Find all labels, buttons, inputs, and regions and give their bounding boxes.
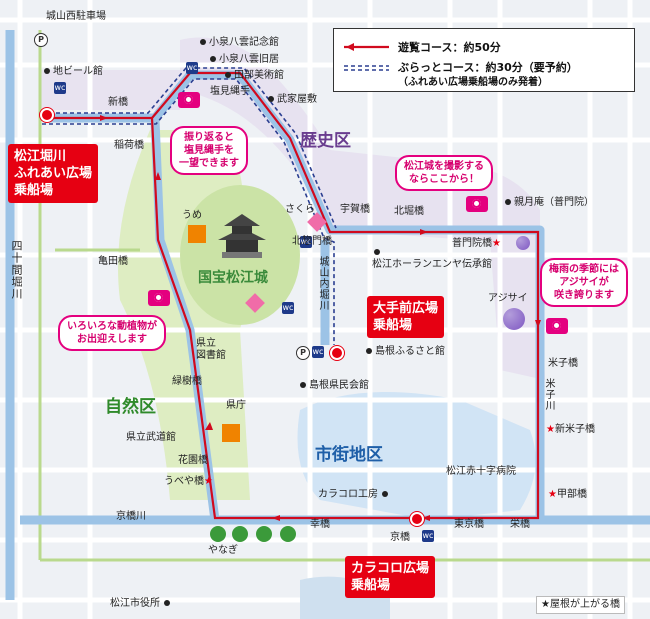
hydrangea-icon: [503, 308, 525, 330]
label-ume: うめ: [182, 210, 202, 221]
label-horan-name: 松江ホーランエンヤ伝承館: [372, 259, 492, 270]
label-hanazono: 花園橋: [178, 455, 208, 466]
pier-otemae[interactable]: 大手前広場 乗船場: [367, 296, 445, 338]
label-karakoro-kobo: カラコロ工房: [318, 489, 391, 501]
camera-icon: [466, 196, 488, 212]
district-history: 歴史区: [300, 131, 351, 151]
bubble-photo-spot: 松江城を撮影する ならここから！: [395, 155, 493, 191]
district-nature: 自然区: [105, 397, 156, 417]
label-yonago: 米子橋: [548, 358, 578, 369]
label-parking-west: 城山西駐車場: [46, 11, 106, 22]
label-horan: [374, 247, 383, 259]
label-shinmeian: 親月庵（普門院）: [505, 197, 594, 209]
willow-trees-icon: [210, 526, 296, 542]
label-suehiro: 栄橋: [510, 519, 530, 530]
camera-icon: [178, 92, 200, 108]
label-kyobashi: 京橋: [390, 532, 410, 543]
bubble-animals: いろいろな動植物が お出迎えします: [58, 315, 166, 351]
label-kokou: ★甲部橋: [548, 489, 587, 500]
label-yonago-river: 米子川: [543, 378, 554, 411]
legend-route-course: 遊覧コース：約50分: [398, 41, 501, 54]
label-higashi-kyo: 東京橋: [454, 519, 484, 530]
restroom-icon: wc: [282, 302, 294, 314]
castle-icon: [218, 214, 266, 258]
label-koizumi-memorial: 小泉八雲記念館: [200, 37, 279, 49]
camera-icon: [546, 318, 568, 334]
label-ajisai: アジサイ: [488, 293, 528, 304]
label-roof-note: ★屋根が上がる橋: [536, 596, 625, 614]
burarri-course-line: [42, 78, 335, 345]
label-buke: 武家屋敷: [268, 94, 317, 106]
label-library: 県立 図書館: [196, 338, 226, 361]
label-shiomi-nawate: 塩見縄手: [210, 86, 250, 97]
restroom-icon: wc: [186, 62, 198, 74]
iris-icon: [516, 236, 530, 250]
label-kencho: 県庁: [226, 400, 246, 411]
flower-icon: [222, 424, 240, 442]
parking-icon: P: [296, 346, 310, 360]
label-utsuga: 宇賀橋: [340, 204, 370, 215]
restroom-icon: wc: [422, 530, 434, 542]
parking-icon: P: [34, 33, 48, 47]
label-shinbashi: 新橋: [108, 97, 128, 108]
bubble-shiomi-view: 振り返ると 塩見縄手を 一望できます: [170, 126, 248, 175]
route-course-line: [42, 71, 540, 520]
label-shinyonago: ★新米子橋: [546, 424, 595, 435]
label-shiroyama-river: 城山内堀川: [317, 256, 328, 311]
label-kamenota: 亀田橋: [98, 256, 128, 267]
label-budokan: 県立武道館: [126, 432, 176, 443]
pier-karakoro[interactable]: カラコロ広場 乗船場: [345, 556, 436, 598]
pier-karakoro-marker[interactable]: [410, 512, 424, 526]
label-fumonin: 普門院橋★: [452, 238, 501, 249]
camera-icon: [148, 290, 170, 306]
restroom-icon: wc: [300, 236, 312, 248]
city-area: [297, 392, 536, 520]
restroom-icon: wc: [312, 346, 324, 358]
label-kenmin: 島根県民会館: [300, 380, 369, 392]
plum-icon: [188, 225, 206, 243]
label-beer: 地ビール館: [44, 66, 103, 78]
label-kyobashi-river: 京橋川: [116, 511, 146, 522]
legend-burarri-course: ぶらっとコース：約30分（要予約）: [398, 61, 578, 74]
label-kitaso: 北惣門橋: [292, 236, 332, 247]
restroom-icon: wc: [54, 82, 66, 94]
label-tanabe: 田部美術館: [225, 70, 284, 82]
legend-box: 遊覧コース：約50分 ぶらっとコース：約30分（要予約） （ふれあい広場乗船場の…: [333, 28, 635, 92]
castle-label: 国宝松江城: [198, 270, 268, 286]
label-city-hall: 松江市役所: [110, 598, 173, 610]
label-saiwai: 幸橋: [310, 519, 330, 530]
pier-horikawa[interactable]: 松江堀川 ふれあい広場 乗船場: [8, 144, 99, 203]
legend-lines: [344, 43, 389, 71]
label-kitata: 北堀橋: [394, 206, 424, 217]
bubble-ajisai: 梅雨の季節には アジサイが 咲き誇ります: [540, 258, 628, 307]
pier-otemae-marker[interactable]: [330, 346, 344, 360]
label-sakura: さくら: [285, 204, 315, 215]
label-ryokuchi: 緑樹橋: [172, 376, 202, 387]
label-inari: 稲荷橋: [114, 140, 144, 151]
label-yonjukken: 四十間堀川: [10, 240, 23, 300]
label-yanagi: やなぎ: [208, 545, 238, 556]
label-uberya: うべや橋★: [164, 476, 213, 487]
legend-burarri-note: （ふれあい広場乗船場のみ発着）: [398, 77, 548, 88]
label-red-cross: 松江赤十字病院: [446, 466, 516, 477]
label-koizumi-house: 小泉八雲旧居: [210, 54, 279, 66]
pier-horikawa-marker[interactable]: [40, 108, 54, 122]
moat-water: [5, 30, 650, 600]
district-city: 市街地区: [315, 445, 383, 465]
label-furusato: 島根ふるさと館: [366, 346, 445, 358]
